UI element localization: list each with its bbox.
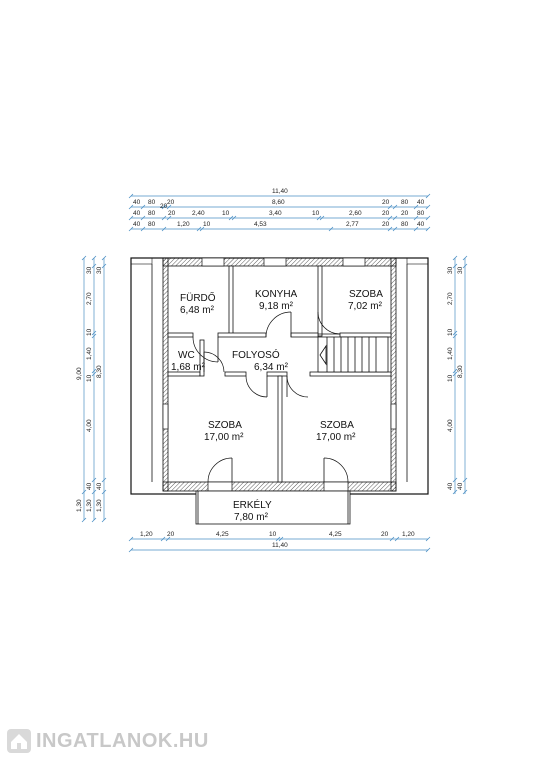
room-erkely-area: 7,80 m² (234, 512, 269, 523)
dim-top3-g: 3,40 (269, 210, 282, 217)
room-szoba-right-area: 17,00 m² (316, 432, 356, 443)
room-furdo-area: 6,48 m² (180, 305, 215, 316)
dim-top3-l: 80 (417, 210, 425, 217)
dim-top2-g: 40 (417, 199, 425, 206)
dim-top3-k: 20 (401, 210, 409, 217)
dim-right-in-d: 1,40 (447, 347, 454, 360)
dim-top4-b: 80 (148, 221, 156, 228)
dim-right-in-e: 10 (447, 374, 454, 382)
dim-left-in-e: 10 (86, 374, 93, 382)
dim-top4-d: 10 (203, 221, 211, 228)
dim-bot1-d: 10 (269, 531, 277, 538)
dim-bot1-b: 20 (167, 531, 175, 538)
dim-left-in2-d: 1,30 (96, 499, 103, 512)
dim-top2-a: 40 (133, 199, 141, 206)
dim-bot1-g: 1,20 (402, 531, 415, 538)
room-furdo-name: FÜRDŐ (180, 290, 216, 304)
right-dimension-lines: 30 2,70 10 1,40 10 4,00 40 30 8,30 40 (447, 255, 468, 495)
left-dimension-lines: 9,00 1,30 30 2,70 10 1,40 10 4,00 40 1,3… (76, 255, 107, 523)
dim-left-in2-c: 40 (96, 482, 103, 490)
dim-bot2-total: 11,40 (272, 542, 288, 549)
dim-bot1-e: 4,25 (329, 531, 342, 538)
room-szoba-left-area: 17,00 m² (204, 432, 244, 443)
room-szoba-left-name: SZOBA (208, 420, 242, 431)
dim-left-in2-b: 8,30 (96, 365, 103, 378)
dim-top2-f: 80 (401, 199, 409, 206)
dim-top2-e: 20 (382, 199, 390, 206)
dim-left-in-g: 40 (86, 482, 93, 490)
dim-top3-f: 10 (222, 210, 230, 217)
dim-top3-i: 2,60 (349, 210, 362, 217)
dim-right-in-f: 4,00 (447, 419, 454, 432)
dim-top2-c: 20 (167, 199, 175, 206)
room-wc-area: 1,68 m² (171, 362, 206, 373)
dim-bot1-f: 20 (381, 531, 389, 538)
dim-left-in2-a: 30 (96, 266, 103, 274)
room-folyoso-area: 6,34 m² (254, 362, 289, 373)
dim-left-in-c: 10 (86, 328, 93, 336)
dim-right-out-c: 40 (457, 482, 464, 490)
dim-left-in-f: 4,00 (86, 419, 93, 432)
room-konyha-area: 9,18 m² (259, 301, 294, 312)
dim-bot1-c: 4,25 (216, 531, 229, 538)
dim-top3-b: 80 (148, 210, 156, 217)
balcony (195, 490, 351, 525)
room-erkely-name: ERKÉLY (233, 498, 272, 511)
dim-left-outer-b: 1,30 (76, 499, 83, 512)
dim-top-total: 11,40 (272, 188, 288, 195)
dim-left-outer-a: 9,00 (76, 367, 83, 380)
dim-right-out-b: 8,30 (457, 365, 464, 378)
dim-right-in-g: 40 (447, 482, 454, 490)
top-dimension-lines: 11,40 40 80 20 8,60 20 80 40 40 80 20 20 (128, 188, 431, 232)
room-wc-name: WC (178, 350, 195, 361)
dim-left-in-d: 1,40 (86, 347, 93, 360)
logo-text: INGATLANOK.HU (36, 729, 209, 752)
dim-top3-d: 20 (168, 210, 176, 217)
dim-left-in-b: 2,70 (86, 292, 93, 305)
dim-right-in-b: 2,70 (447, 292, 454, 305)
dim-top4-h: 80 (401, 221, 409, 228)
room-labels: FÜRDŐ 6,48 m² KONYHA 9,18 m² SZOBA 7,02 … (171, 289, 383, 523)
dim-bot1-a: 1,20 (140, 531, 153, 538)
dim-right-in-a: 30 (447, 266, 454, 274)
dim-top3-h: 10 (312, 210, 320, 217)
dim-top4-f: 2,77 (346, 221, 359, 228)
dim-top2-b: 80 (148, 199, 156, 206)
dim-right-in-c: 10 (447, 328, 454, 336)
room-szoba-small-name: SZOBA (349, 289, 383, 300)
room-szoba-right-name: SZOBA (320, 420, 354, 431)
staircase (317, 336, 389, 373)
room-konyha-name: KONYHA (255, 289, 298, 300)
dim-top4-e: 4,53 (254, 221, 267, 228)
dim-top3-a: 40 (133, 210, 141, 217)
dim-top3-e: 2,40 (192, 210, 205, 217)
dim-right-out-a: 30 (457, 266, 464, 274)
dim-top3-j: 20 (382, 210, 390, 217)
dim-top2-d: 8,60 (272, 199, 285, 206)
bottom-dimension-lines: 1,20 20 4,25 10 4,25 20 1,20 11,40 (128, 531, 431, 553)
house-logo-icon (6, 727, 32, 755)
room-szoba-small-area: 7,02 m² (348, 301, 383, 312)
dim-top4-c: 1,20 (177, 221, 190, 228)
ingatlanok-logo: INGATLANOK.HU (6, 726, 209, 756)
dim-left-in-a: 30 (86, 266, 93, 274)
dim-top4-g: 20 (382, 221, 390, 228)
dim-top4-a: 40 (133, 221, 141, 228)
building-structure (130, 257, 429, 525)
dim-top3-c: 20 (160, 203, 168, 210)
dim-left-in-h: 1,30 (86, 499, 93, 512)
room-folyoso-name: FOLYOSÓ (232, 348, 280, 361)
dim-top4-i: 40 (417, 221, 425, 228)
